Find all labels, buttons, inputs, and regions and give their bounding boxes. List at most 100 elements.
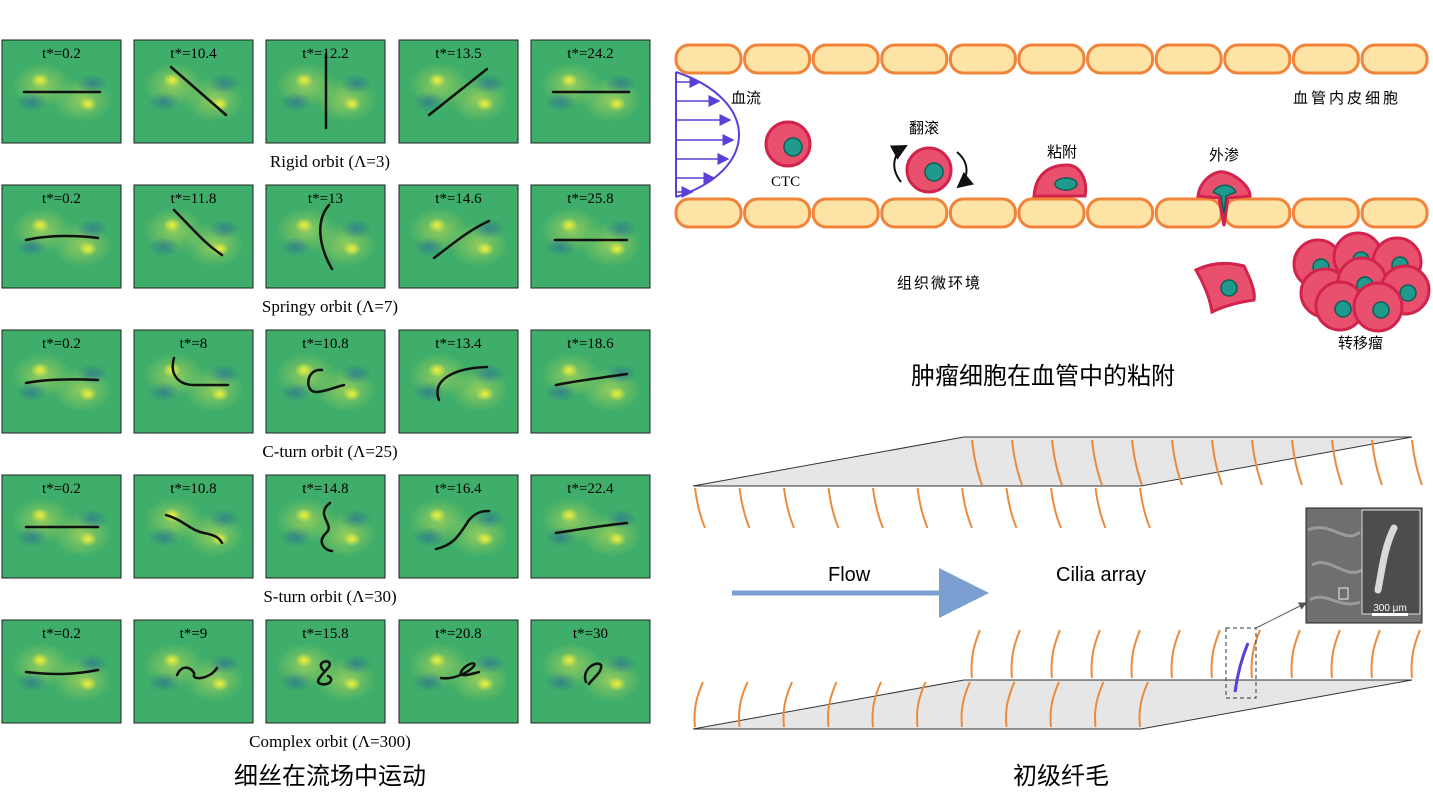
filament-curve — [169, 65, 228, 117]
cilium — [738, 487, 751, 529]
cilium — [1290, 629, 1301, 679]
cilium — [1251, 439, 1263, 486]
endothelial-cell — [1291, 197, 1360, 229]
vessel-bottom-wall — [674, 197, 1429, 229]
cilium — [1011, 439, 1023, 486]
tumbling-cell — [889, 145, 974, 194]
endothelial-cell — [811, 197, 880, 229]
time-label: t*=0.2 — [42, 481, 81, 497]
endothelial-cell — [880, 43, 949, 75]
time-label: t*=24.2 — [567, 46, 613, 62]
time-label: t*=0.2 — [42, 46, 81, 62]
cilium — [872, 487, 884, 529]
cilium — [1090, 629, 1101, 679]
filament-curve — [171, 356, 230, 387]
endothelial-cell — [1154, 43, 1223, 75]
filament-curve — [434, 509, 491, 551]
endothelial-cell — [674, 43, 743, 75]
cilium — [961, 487, 973, 529]
label-blood-flow: 血流 — [731, 90, 761, 107]
adhesion-cell — [1032, 163, 1088, 198]
cilium — [1411, 439, 1423, 486]
endothelial-cell — [948, 43, 1017, 75]
filament-panel: t*=0.2 — [1, 619, 122, 724]
label-tissue: 组织微环境 — [897, 274, 982, 292]
filament-panel: t*=18.6 — [530, 329, 651, 434]
cilium — [1005, 681, 1016, 728]
cilium — [1171, 439, 1183, 486]
label-extravasation: 外渗 — [1209, 147, 1239, 164]
filament-panel: t*=0.2 — [1, 474, 122, 579]
time-label: t*=14.6 — [435, 191, 482, 207]
filament-curve — [427, 67, 489, 117]
cilium — [1138, 681, 1149, 728]
top-plate — [692, 436, 1413, 487]
endothelial-cell — [1291, 43, 1360, 75]
filament-panel: t*=11.8 — [133, 184, 254, 289]
cilium — [1050, 487, 1062, 529]
time-label: t*=16.4 — [435, 481, 482, 497]
filament-panel: t*=30 — [530, 619, 651, 724]
filament-panel: t*=9 — [133, 619, 254, 724]
endothelial-cell — [1360, 43, 1429, 75]
filament-curve — [316, 660, 333, 686]
filament-panel: t*=8 — [133, 329, 254, 434]
filament-panel: t*=0.2 — [1, 184, 122, 289]
flow-label: Flow — [828, 564, 871, 586]
cilium — [971, 439, 983, 486]
cilium — [827, 487, 840, 529]
time-label: t*=14.8 — [302, 481, 348, 497]
cilium — [916, 487, 929, 529]
cilium — [1330, 629, 1341, 679]
cilium — [1049, 681, 1060, 728]
filament-panel: t*=13 — [265, 184, 386, 289]
vessel-top-wall — [674, 43, 1429, 75]
row-caption: C-turn orbit (Λ=25) — [262, 442, 397, 461]
cilium — [782, 681, 793, 728]
filament-curve — [175, 666, 219, 680]
filament-panel: t*=22.4 — [530, 474, 651, 579]
endothelial-cell — [1154, 197, 1223, 229]
filament-curve — [24, 234, 100, 242]
cilia-diagram: Flow Cilia array 300 μm — [692, 436, 1423, 730]
filament-panel: t*=15.8 — [265, 619, 386, 724]
time-label: t*=12.2 — [302, 46, 348, 62]
filament-section-title: 细丝在流场中运动 — [234, 763, 426, 790]
cilium — [693, 681, 704, 728]
filament-curve — [319, 203, 334, 271]
endothelial-cell — [1223, 197, 1292, 229]
endothelial-cell — [743, 43, 812, 75]
endothelial-cell — [743, 197, 812, 229]
filament-panel: t*=25.8 — [530, 184, 651, 289]
filament-curve — [307, 368, 346, 394]
time-label: t*=20.8 — [435, 626, 481, 642]
cilium — [1170, 629, 1181, 679]
extravasation-cell — [1196, 170, 1252, 227]
tissue-cell — [1193, 261, 1256, 315]
filament-curve — [439, 662, 481, 680]
cilium — [1094, 487, 1107, 529]
endothelial-cell — [811, 43, 880, 75]
label-metastasis: 转移瘤 — [1338, 335, 1383, 352]
filament-curve — [172, 208, 224, 257]
cilium — [1010, 629, 1021, 679]
filament-curve — [24, 668, 100, 676]
label-adhesion: 粘附 — [1047, 144, 1077, 161]
time-label: t*=15.8 — [302, 626, 348, 642]
time-label: t*=0.2 — [42, 191, 81, 207]
filament-panel: t*=10.8 — [265, 329, 386, 434]
time-label: t*=22.4 — [567, 481, 614, 497]
cilium — [871, 681, 882, 728]
cilium — [827, 681, 838, 728]
cilium — [1331, 439, 1343, 486]
cilium — [1291, 439, 1303, 486]
filament-panel: t*=13.5 — [398, 39, 519, 144]
scale-bar-label: 300 μm — [1373, 603, 1407, 614]
time-label: t*=18.6 — [567, 336, 614, 352]
endothelial-cell — [1017, 43, 1086, 75]
endothelial-cell — [1017, 197, 1086, 229]
time-label: t*=0.2 — [42, 336, 81, 352]
filament-panel: t*=13.4 — [398, 329, 519, 434]
cilium — [1410, 629, 1421, 679]
row-caption: S-turn orbit (Λ=30) — [263, 587, 396, 606]
